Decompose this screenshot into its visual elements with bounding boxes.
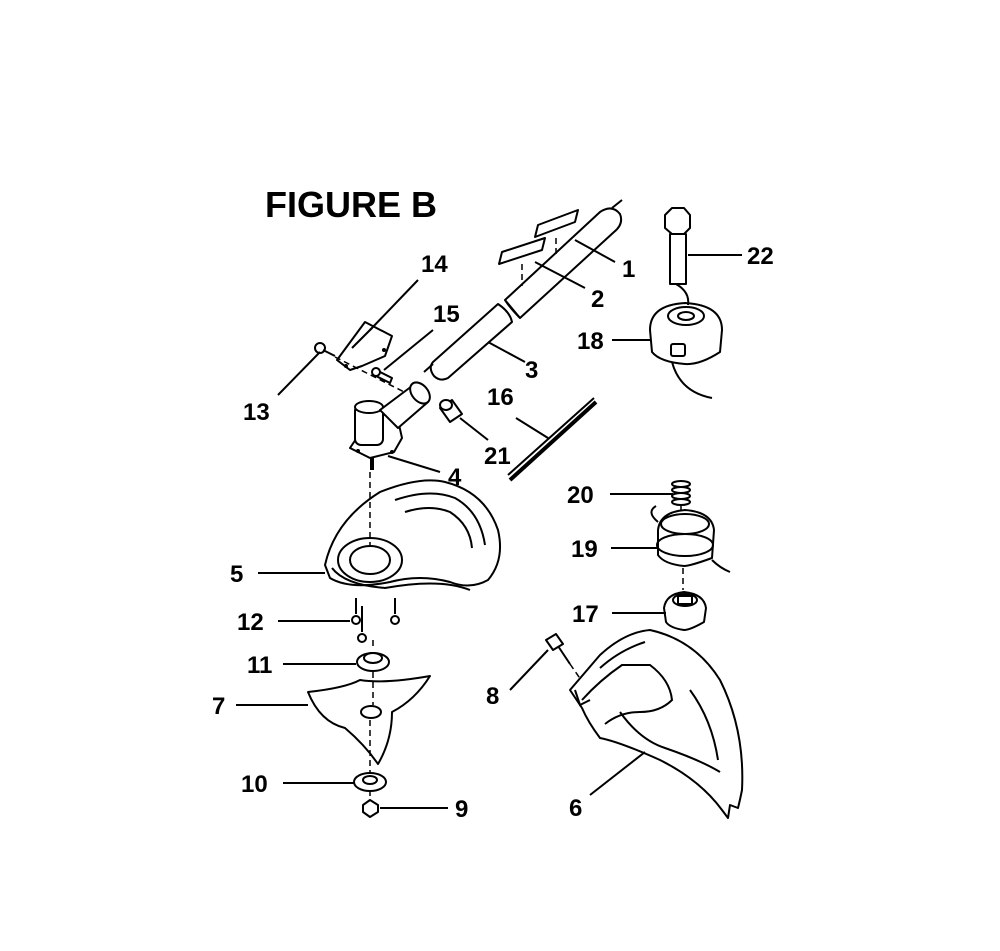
callout-11: 11: [247, 652, 272, 679]
callout-18: 18: [577, 328, 604, 355]
line-spool: [650, 505, 731, 590]
callout-2: 2: [591, 286, 604, 313]
callout-22: 22: [747, 243, 774, 270]
callout-9: 9: [455, 796, 468, 823]
figure-title: FIGURE B: [265, 184, 437, 225]
bolt-part: [664, 207, 691, 285]
line-guard: [569, 629, 744, 819]
callout-17: 17: [572, 601, 599, 628]
callout-6: 6: [569, 795, 582, 822]
upper-washer: [356, 640, 390, 672]
drive-shaft-assembly: [423, 199, 623, 381]
callout-labels: 1 2 3 4 5 6 7 8 9 10 12 11 13 14 15 16 1…: [212, 243, 774, 823]
callout-7: 7: [212, 693, 225, 720]
guard-screws: [351, 598, 400, 643]
callout-5: 5: [230, 561, 243, 588]
callout-21: 21: [484, 443, 511, 470]
callout-12: 12: [237, 609, 264, 636]
guard-bolt: [545, 633, 589, 691]
trimmer-head: [649, 283, 723, 399]
lower-washer: [353, 720, 387, 792]
callout-3: 3: [525, 357, 538, 384]
callout-16: 16: [487, 384, 514, 411]
leader-lines: [236, 239, 742, 809]
blade-nut: [362, 790, 379, 818]
bump-knob: [663, 591, 707, 631]
callout-10: 10: [241, 771, 268, 798]
spring-part: [671, 480, 691, 520]
callout-13: 13: [243, 399, 270, 426]
callout-14: 14: [421, 251, 448, 278]
callout-20: 20: [567, 482, 594, 509]
trimmer-blade: [307, 672, 431, 765]
rod-part: [507, 397, 598, 482]
gear-head-assembly: [314, 321, 463, 470]
blade-guard: [324, 472, 501, 591]
callout-8: 8: [486, 683, 499, 710]
callout-4: 4: [448, 464, 462, 491]
callout-1: 1: [622, 256, 635, 283]
callout-15: 15: [433, 301, 460, 328]
callout-19: 19: [571, 536, 598, 563]
